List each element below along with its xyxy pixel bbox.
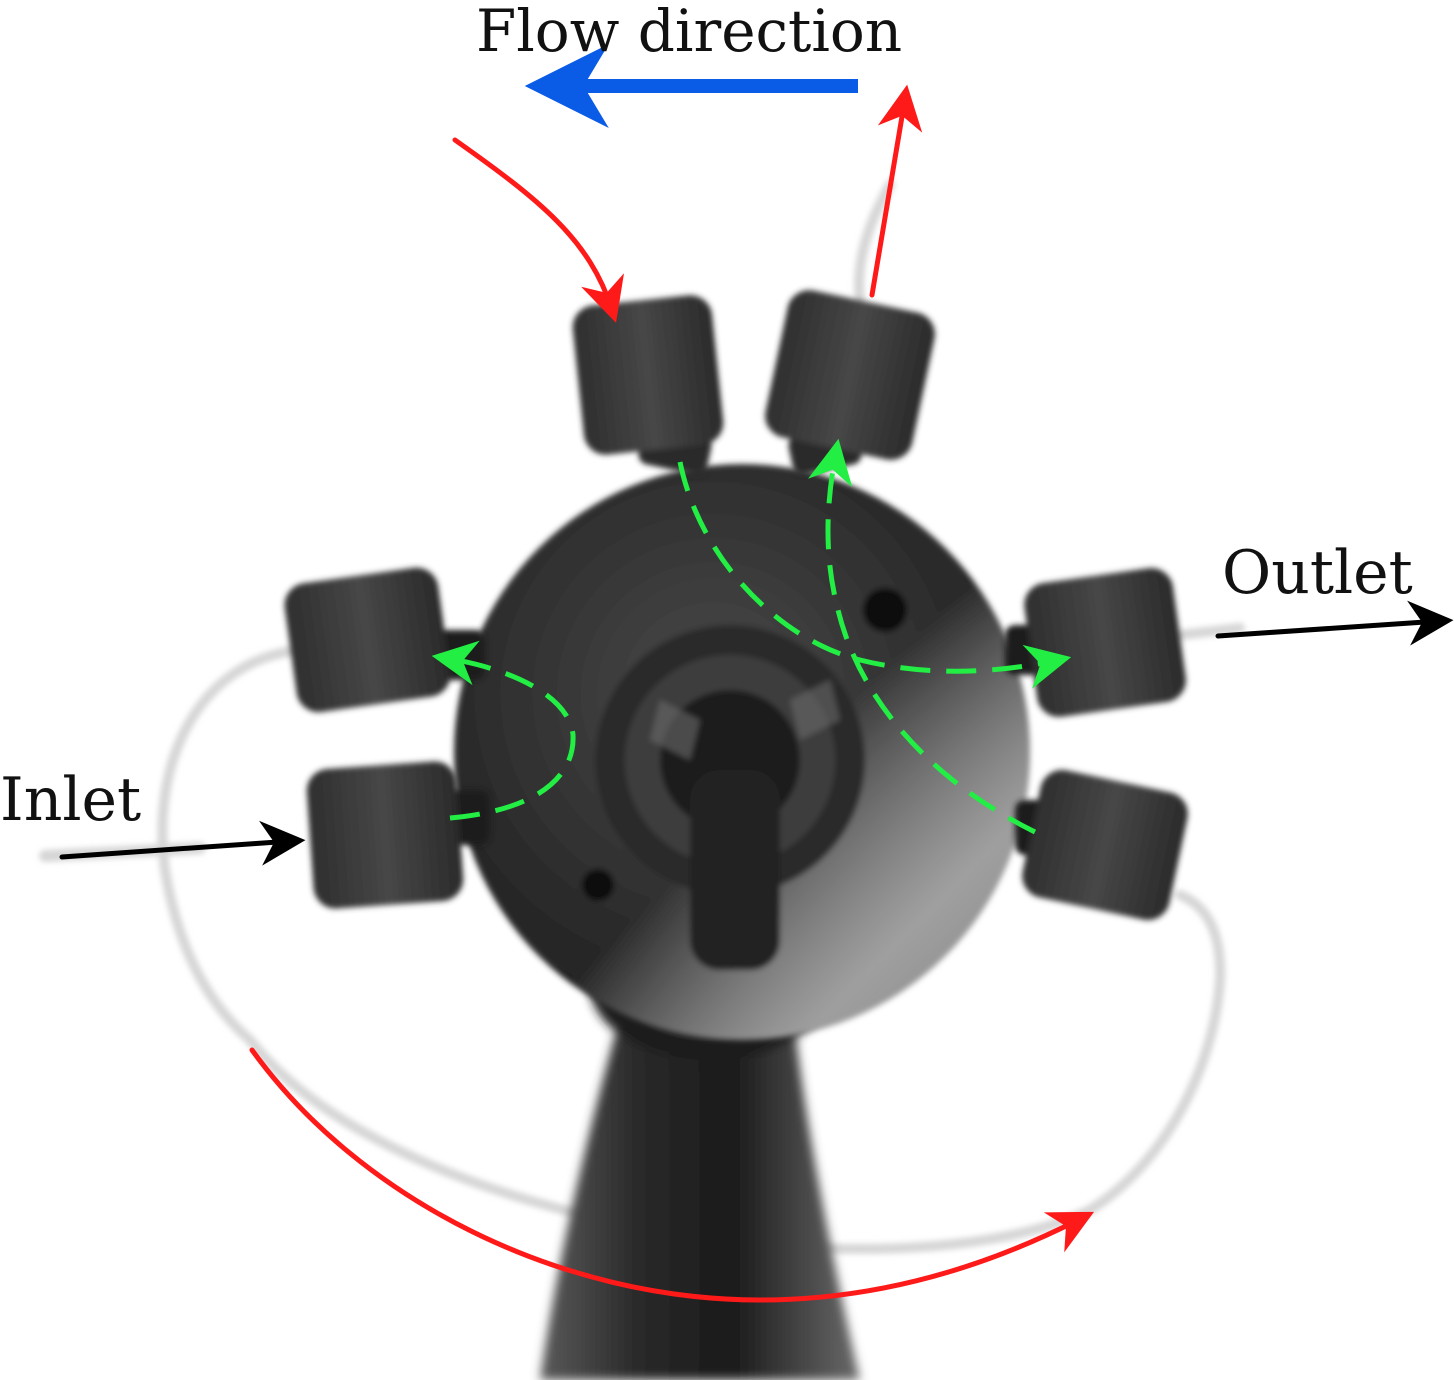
probe-hub <box>454 464 1030 1040</box>
tube-left-loop <box>157 645 305 1045</box>
green-arrow-lower-right-to-top <box>808 438 1037 835</box>
outlet-arrow <box>1215 600 1454 646</box>
connectors <box>284 290 1188 921</box>
tube-bottom-loop <box>245 890 1226 1254</box>
flow-direction-label: Flow direction <box>476 0 903 65</box>
tube-top-right <box>854 180 895 305</box>
connector-right-upper <box>1005 568 1186 717</box>
connector-top-right <box>765 290 935 475</box>
connector-right-lower <box>1015 769 1188 921</box>
connector-left-upper <box>284 567 485 713</box>
external-flow-arrows <box>249 84 1095 1303</box>
connector-top-left <box>572 295 724 475</box>
red-arrow-bottom-loop <box>249 1047 1095 1303</box>
tube-outlet <box>1175 623 1245 640</box>
inlet-arrow <box>59 820 306 866</box>
probe-photo <box>39 180 1245 1380</box>
green-arrow-left-loop <box>431 640 576 821</box>
outlet-label: Outlet <box>1222 538 1413 608</box>
red-arrow-top-in <box>452 137 625 323</box>
red-arrow-top-out <box>869 84 923 298</box>
inlet-label: Inlet <box>0 765 142 835</box>
io-arrows <box>59 600 1454 866</box>
internal-flow-arrows <box>431 438 1072 835</box>
